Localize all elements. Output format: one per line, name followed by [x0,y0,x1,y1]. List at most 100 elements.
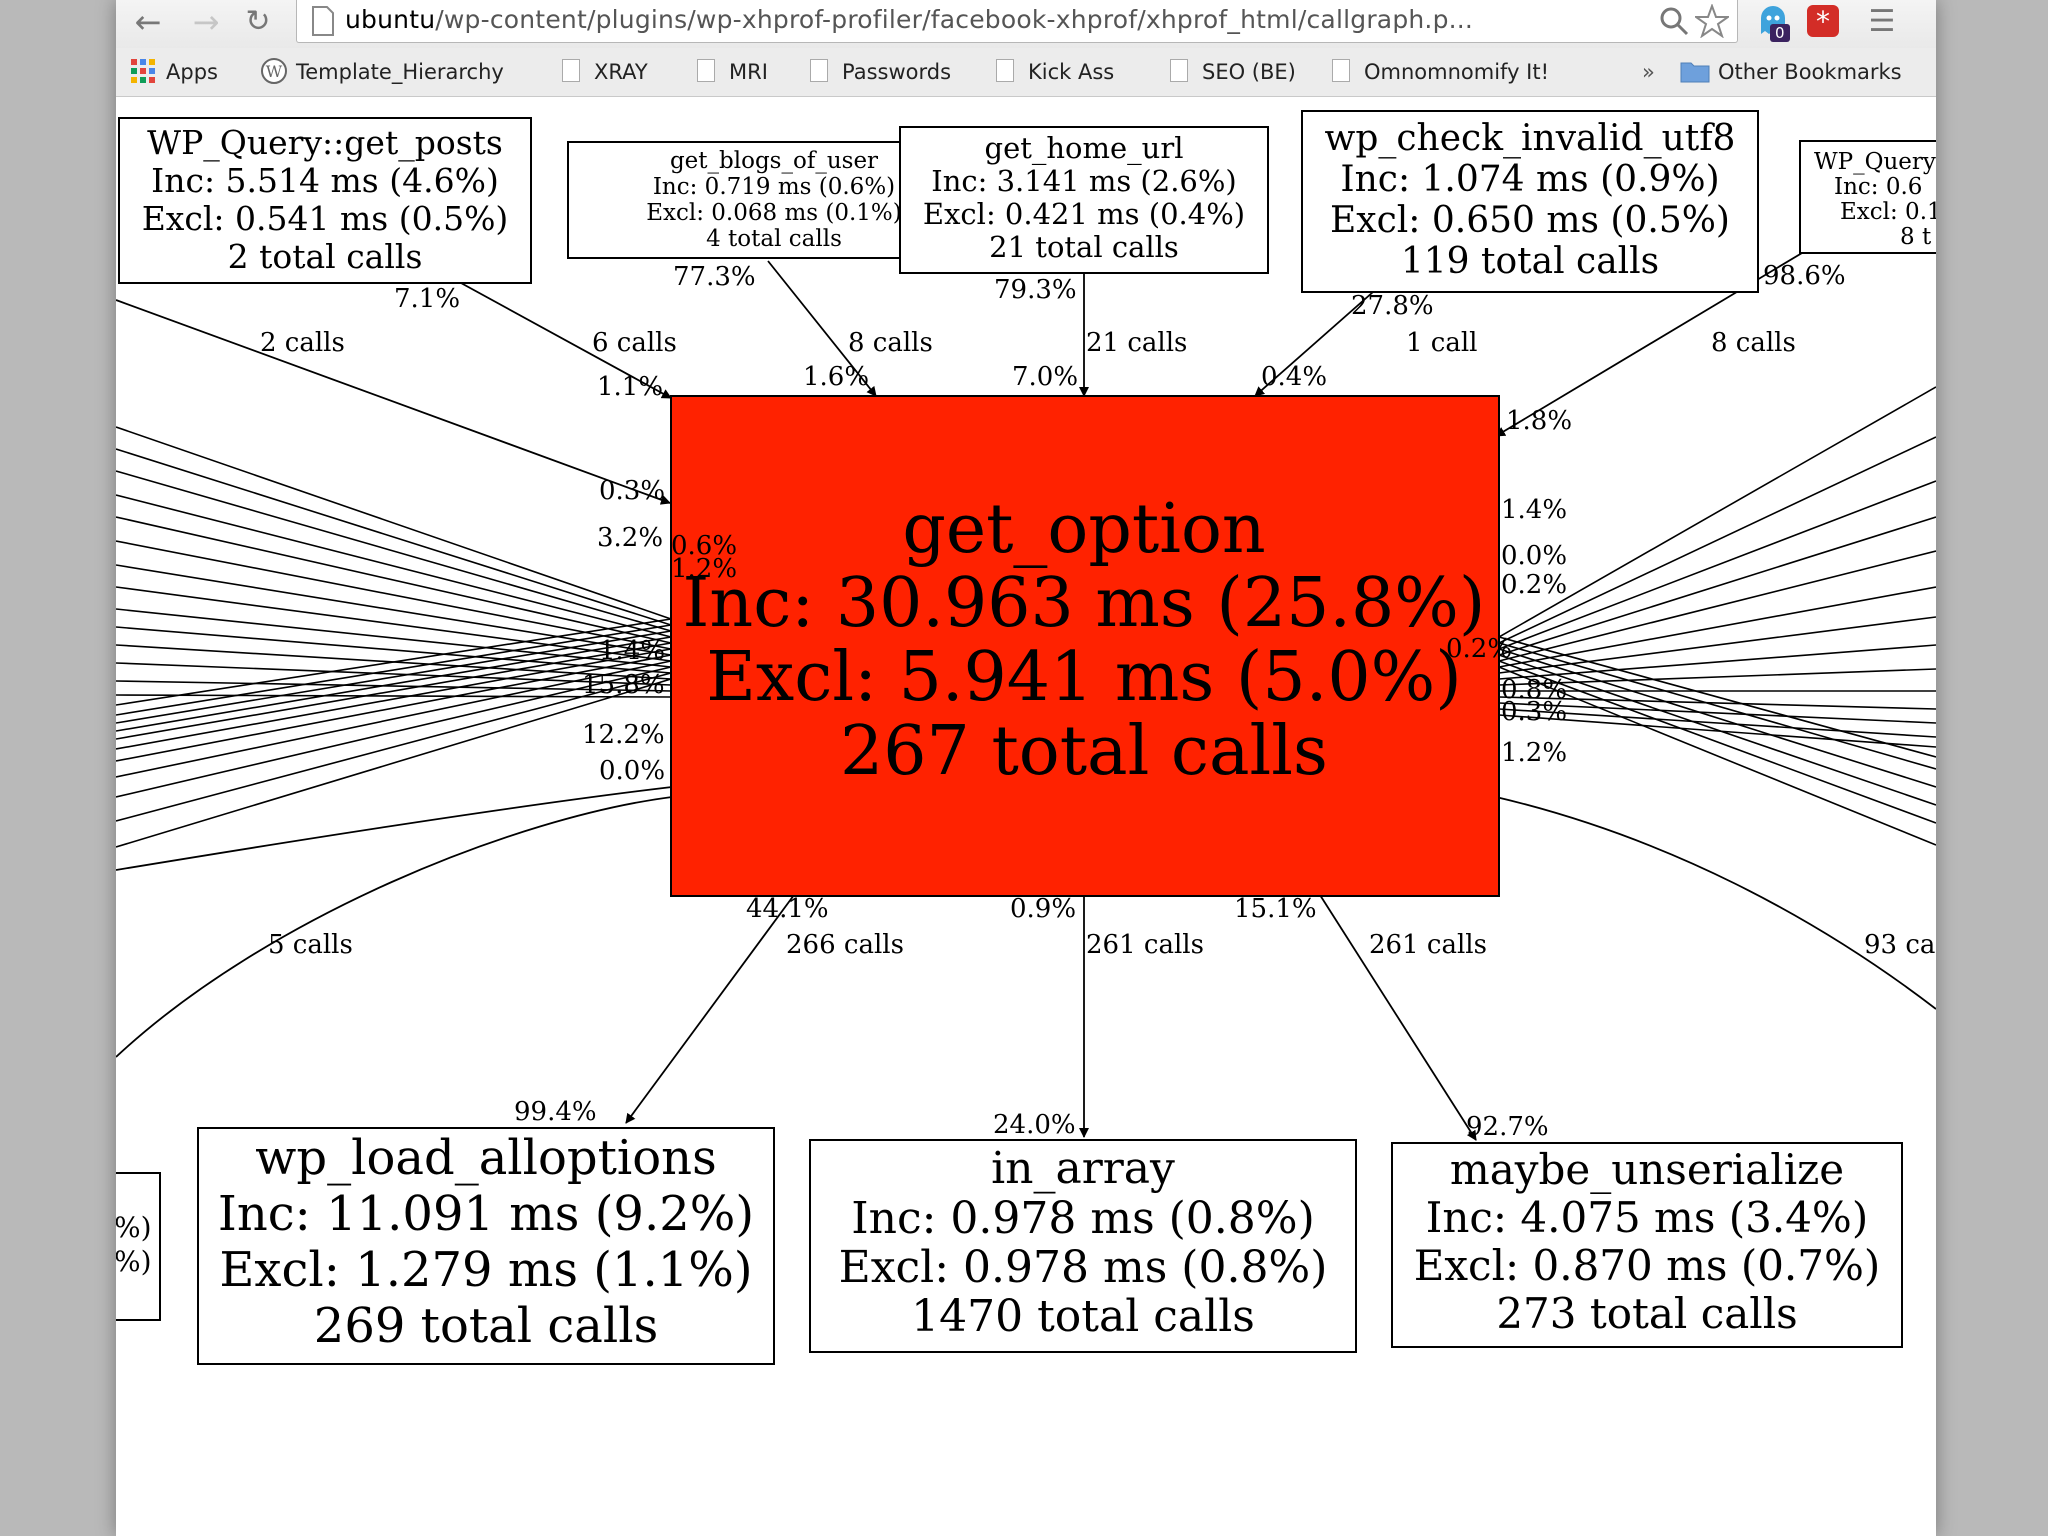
node-maybe-unserialize[interactable]: maybe_unserialize Inc: 4.075 ms (3.4%) E… [1391,1142,1903,1348]
edge-wpquery [460,282,672,399]
svg-text:*: * [1816,5,1830,38]
edge-line [1498,668,1936,686]
edge-left-lower [116,786,673,871]
node-inclusive: %) [116,1211,152,1244]
star-icon[interactable] [1695,4,1729,38]
address-bar[interactable]: ubuntu/wp-content/plugins/wp-xhprof-prof… [296,0,1738,43]
edge-line [1498,480,1936,650]
node-get-option[interactable]: get_option Inc: 30.963 ms (25.8%) Excl: … [670,395,1500,897]
node-inclusive: Inc: 1.074 ms (0.9%) [1340,159,1719,200]
node-get-blogs-of-user[interactable]: get_blogs_of_user Inc: 0.719 ms (0.6%) E… [567,141,981,259]
edge-label: 77.3% [673,262,756,292]
bookmark-label: Kick Ass [1028,60,1115,84]
incoming-edges-left [116,426,672,848]
apps-grid-icon [131,59,155,83]
edge-label: 92.7% [1466,1112,1549,1142]
node-get-home-url[interactable]: get_home_url Inc: 3.141 ms (2.6%) Excl: … [899,126,1269,274]
edges [116,252,1936,1141]
edge-label: 79.3% [994,275,1077,305]
reload-icon[interactable]: ↻ [245,4,271,39]
edge-maybe-unserialize [1319,894,1477,1141]
edge-line [1498,654,1936,806]
edge-label: 0.3% [1501,697,1567,727]
edge-line [1498,642,1936,770]
bookmark-seo[interactable]: SEO (BE) [1170,56,1296,88]
edge-labels: 7.1% 6 calls 1.1% 77.3% 8 calls 1.6% 79.… [260,261,1935,1142]
edge-label: 15.1% [1234,894,1317,924]
bookmark-label: XRAY [594,60,648,84]
node-wp-load-alloptions[interactable]: wp_load_alloptions Inc: 11.091 ms (9.2%)… [197,1127,775,1365]
page-icon [1332,59,1350,82]
node-title: get_option [902,490,1265,569]
bookmark-kick-ass[interactable]: Kick Ass [996,56,1114,88]
extension-badge: 0 [1775,24,1785,42]
page-icon [1170,59,1188,82]
node-title: get_blogs_of_user [670,148,878,174]
url-text[interactable]: ubuntu/wp-content/plugins/wp-xhprof-prof… [345,5,1474,34]
page-icon [810,59,828,82]
bookmark-apps[interactable]: Apps [130,56,218,88]
edge-label: 8 calls [1711,328,1796,358]
node-exclusive: Excl: 0.541 ms (0.5%) [142,199,509,238]
edge-line [116,654,672,762]
node-partial-left[interactable]: %) %) [116,1172,161,1321]
edge-label: 3.2% [597,523,663,553]
edge-label: 44.1% [746,894,829,924]
edge-line [116,694,672,698]
edge-line [1498,386,1936,638]
edge-line [1498,648,1936,788]
edge-label: 266 calls [786,930,904,960]
edge-line [116,642,672,740]
edge-label: 0.9% [1010,894,1076,924]
edge-label: 0.3% [599,476,665,506]
edge-label: 24.0% [993,1110,1076,1140]
edge-line [1498,644,1936,680]
edge-label: 27.8% [1351,291,1434,321]
bookmark-label: Other Bookmarks [1718,60,1902,84]
bookmark-xray[interactable]: XRAY [562,56,648,88]
edge-line [116,660,672,778]
bookmark-template-hierarchy[interactable]: W Template_Hierarchy [260,56,504,88]
node-in-array[interactable]: in_array Inc: 0.978 ms (0.8%) Excl: 0.97… [809,1139,1357,1353]
edge-right-93calls [1495,796,1936,1010]
edge-line [116,494,672,638]
bookmark-omnomnomify[interactable]: Omnomnomify It! [1332,56,1549,88]
bookmarks-overflow-button[interactable]: » [1642,60,1655,84]
edge-line [116,666,672,798]
edge-line [116,624,672,716]
node-wp-query-partial[interactable]: WP_Query Inc: 0.6 Excl: 0.1 8 t [1799,140,1936,254]
edge-label: 1 call [1406,328,1478,358]
ghostery-icon[interactable]: 0 [1756,4,1790,42]
edge-line [116,586,672,662]
bookmark-label: MRI [729,60,768,84]
node-exclusive: Excl: 0.421 ms (0.4%) [923,197,1245,231]
node-calls: 269 total calls [314,1298,658,1354]
edge-get-blogs [767,260,877,397]
node-title: WP_Query::get_posts [147,123,503,163]
edge-label: 0.0% [1501,541,1567,571]
edge-line [1498,636,1936,758]
node-wp-query-get-posts[interactable]: WP_Query::get_posts Inc: 5.514 ms (4.6%)… [118,117,532,284]
bookmark-mri[interactable]: MRI [697,56,768,88]
bookmark-passwords[interactable]: Passwords [810,56,951,88]
search-icon[interactable] [1659,6,1689,36]
menu-icon[interactable]: ☰ [1868,4,1896,39]
lastpass-icon[interactable]: * [1806,4,1840,38]
edge-line [116,540,672,650]
node-exclusive: Excl: 0.068 ms (0.1%) [646,200,902,226]
node-calls: 1470 total calls [911,1291,1255,1342]
bookmark-label: Passwords [842,60,952,84]
other-bookmarks-folder[interactable]: Other Bookmarks [1680,56,1902,88]
node-inclusive: Inc: 30.963 ms (25.8%) [683,564,1486,643]
edge-label: 1.1% [597,372,663,402]
edge-label: 21 calls [1086,328,1187,358]
edge-label: 5 calls [268,930,353,960]
back-icon[interactable]: ← [134,3,162,41]
node-calls: 4 total calls [706,226,842,252]
node-wp-check-invalid-utf8[interactable]: wp_check_invalid_utf8 Inc: 1.074 ms (0.9… [1301,110,1759,293]
forward-icon[interactable]: → [192,3,220,41]
node-inclusive: Inc: 0.978 ms (0.8%) [851,1193,1315,1244]
edge-wp-load-alloptions [625,894,795,1124]
callgraph-view: get_option Inc: 30.963 ms (25.8%) Excl: … [116,97,1936,1536]
bookmark-label: Template_Hierarchy [296,60,504,84]
